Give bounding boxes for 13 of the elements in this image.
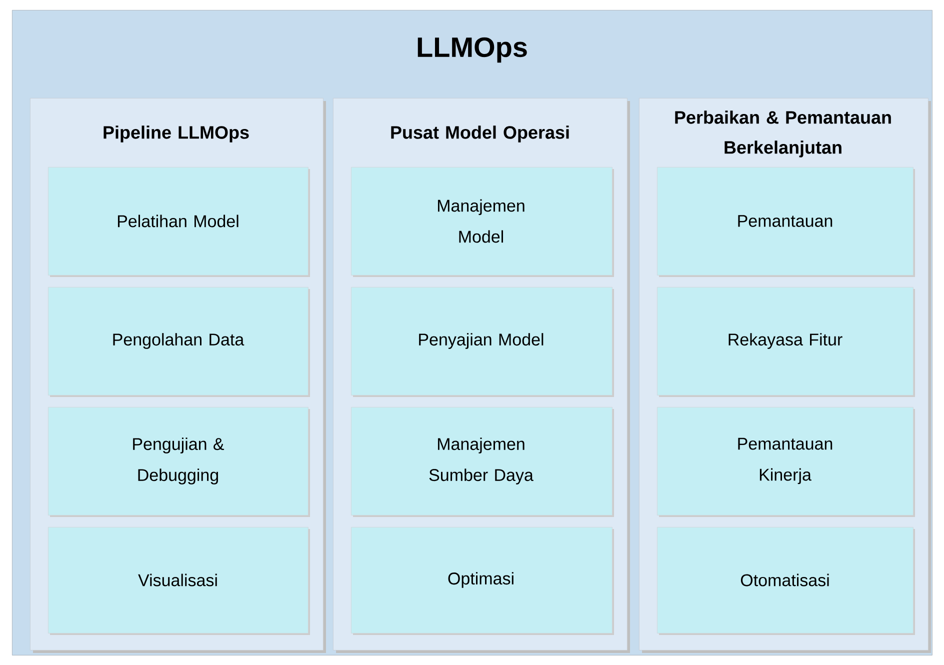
item-box: Pengujian & Debugging [48, 407, 310, 517]
item-box: Otomatisasi [657, 527, 915, 635]
item-box: Manajemen Model [351, 167, 614, 277]
item-box: Rekayasa Fitur [657, 287, 915, 397]
title: LLMOps [418, 37, 527, 63]
item-box: Manajemen Sumber Daya [351, 407, 614, 517]
item-box: Pemantauan Kinerja [657, 407, 915, 517]
item-box: Visualisasi [48, 527, 310, 635]
item-box: Penyajian Model [351, 287, 614, 397]
item-box: Pemantauan [657, 167, 915, 277]
item-box: Optimasi [351, 527, 614, 635]
item-box: Pelatihan Model [48, 167, 310, 277]
item-box: Pengolahan Data [48, 287, 310, 397]
